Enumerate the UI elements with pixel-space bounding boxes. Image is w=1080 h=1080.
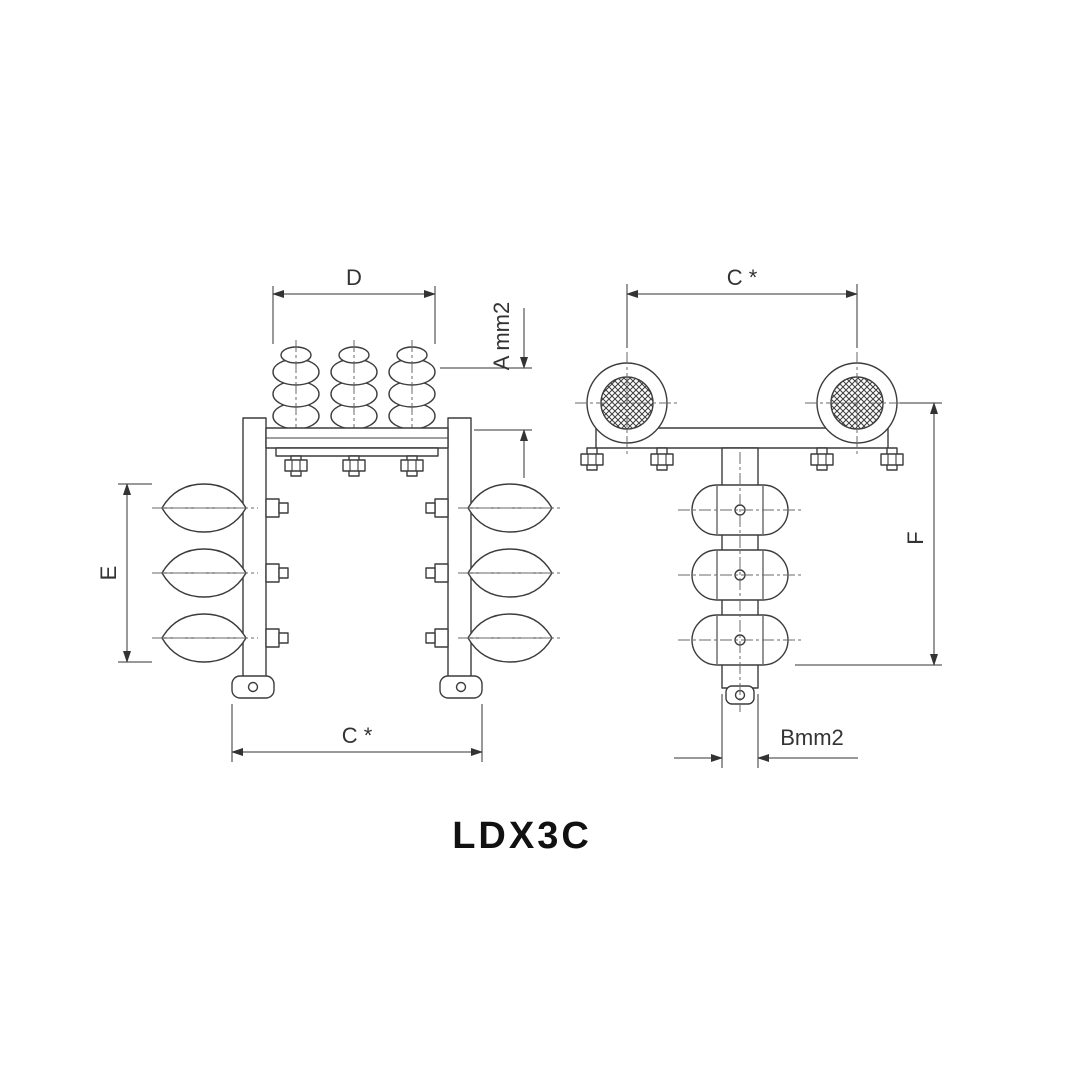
bolt xyxy=(342,455,366,477)
dim-a-label: A mm2 xyxy=(489,302,514,370)
dim-d-label: D xyxy=(346,265,362,290)
cable-clamp-section xyxy=(575,352,679,456)
bolt xyxy=(880,447,904,471)
bolt xyxy=(580,447,604,471)
bolt xyxy=(400,455,424,477)
yoke-frame xyxy=(231,417,483,699)
bolt xyxy=(810,447,834,471)
bolt xyxy=(284,455,308,477)
left-cable-clamps xyxy=(152,483,289,663)
cable-clamp-section xyxy=(805,352,909,456)
dim-c-front-label: C * xyxy=(342,723,373,748)
dimension-b: Bmm2 xyxy=(674,694,858,768)
front-view: D A mm2 E C * xyxy=(96,265,562,762)
right-cable-clamps xyxy=(425,483,562,663)
dimension-c-side: C * xyxy=(626,265,858,348)
cable-clamp xyxy=(425,548,562,598)
cable-clamp xyxy=(425,613,562,663)
cable-clamp xyxy=(152,483,289,533)
dimension-d: D xyxy=(272,265,436,344)
part-title: LDX3C xyxy=(452,815,592,857)
dim-b-label: Bmm2 xyxy=(780,725,844,750)
dim-e-label: E xyxy=(96,566,121,581)
conductor-clamp xyxy=(330,340,378,438)
clamp-bar xyxy=(265,427,449,477)
dimension-a: A mm2 xyxy=(440,302,532,478)
damper-column xyxy=(678,447,802,712)
dimension-f: F xyxy=(795,402,942,666)
dimension-e: E xyxy=(96,483,152,663)
conductor-clamp xyxy=(388,340,436,438)
side-view: C * F Bmm2 xyxy=(575,265,942,768)
conductor-clamp xyxy=(272,340,320,438)
dimension-c-front: C * xyxy=(231,704,483,762)
dim-c-side-label: C * xyxy=(727,265,758,290)
cable-clamp xyxy=(152,613,289,663)
top-assembly xyxy=(575,352,909,471)
bolt xyxy=(650,447,674,471)
dim-f-label: F xyxy=(903,531,928,544)
cable-clamp xyxy=(425,483,562,533)
cable-clamp xyxy=(152,548,289,598)
top-conductor-clamps xyxy=(272,340,436,438)
